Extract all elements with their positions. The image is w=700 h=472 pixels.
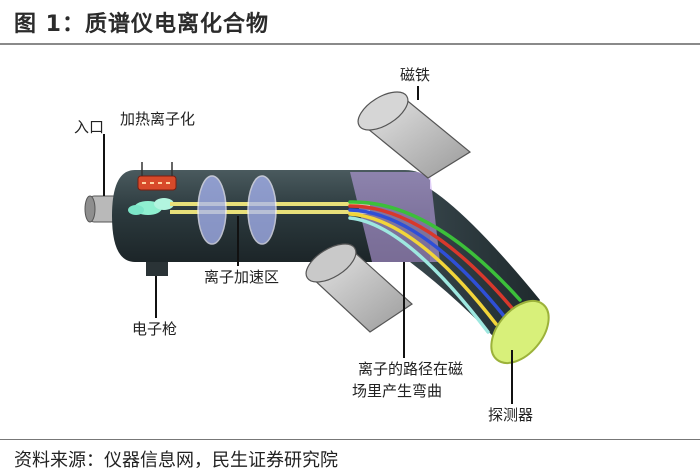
sample-cloud	[128, 198, 174, 215]
acceleration-plate-1	[197, 175, 227, 245]
heater-coil-icon	[137, 162, 177, 191]
ion-path-red	[348, 204, 514, 310]
upper-magnet	[357, 91, 472, 179]
label-ion-path-line2: 场里产生弯曲	[352, 382, 442, 400]
title-rule	[0, 43, 700, 45]
label-ion-acceleration: 离子加速区	[204, 268, 279, 286]
lower-magnet	[305, 243, 413, 333]
label-ion-path-line1: 离子的路径在磁	[358, 360, 463, 378]
ion-path-yellow	[348, 212, 498, 326]
mass-spectrometer-diagram: 入口 加热离子化 磁铁 离子加速区 电子枪 离子的路径在磁 场里产生弯曲 探测器	[74, 66, 550, 424]
ion-path-cyan	[348, 216, 490, 334]
detector-icon	[490, 300, 550, 364]
magnetic-field-region	[350, 172, 440, 262]
figure-title: 图 1：质谱仪电离化合物	[14, 12, 269, 37]
ion-paths	[348, 200, 522, 334]
figure-source: 资料来源：仪器信息网，民生证券研究院	[14, 450, 338, 471]
label-magnet: 磁铁	[400, 66, 430, 84]
ion-path-green	[348, 200, 522, 302]
label-electron-gun: 电子枪	[132, 320, 177, 338]
source-rule	[0, 439, 700, 440]
label-heating-ionization: 加热离子化	[120, 110, 195, 128]
leader-lines	[103, 86, 513, 404]
label-detector: 探测器	[488, 406, 533, 424]
label-inlet: 入口	[74, 118, 104, 136]
ion-path-blue	[348, 208, 506, 318]
acceleration-plate-2	[247, 175, 277, 245]
